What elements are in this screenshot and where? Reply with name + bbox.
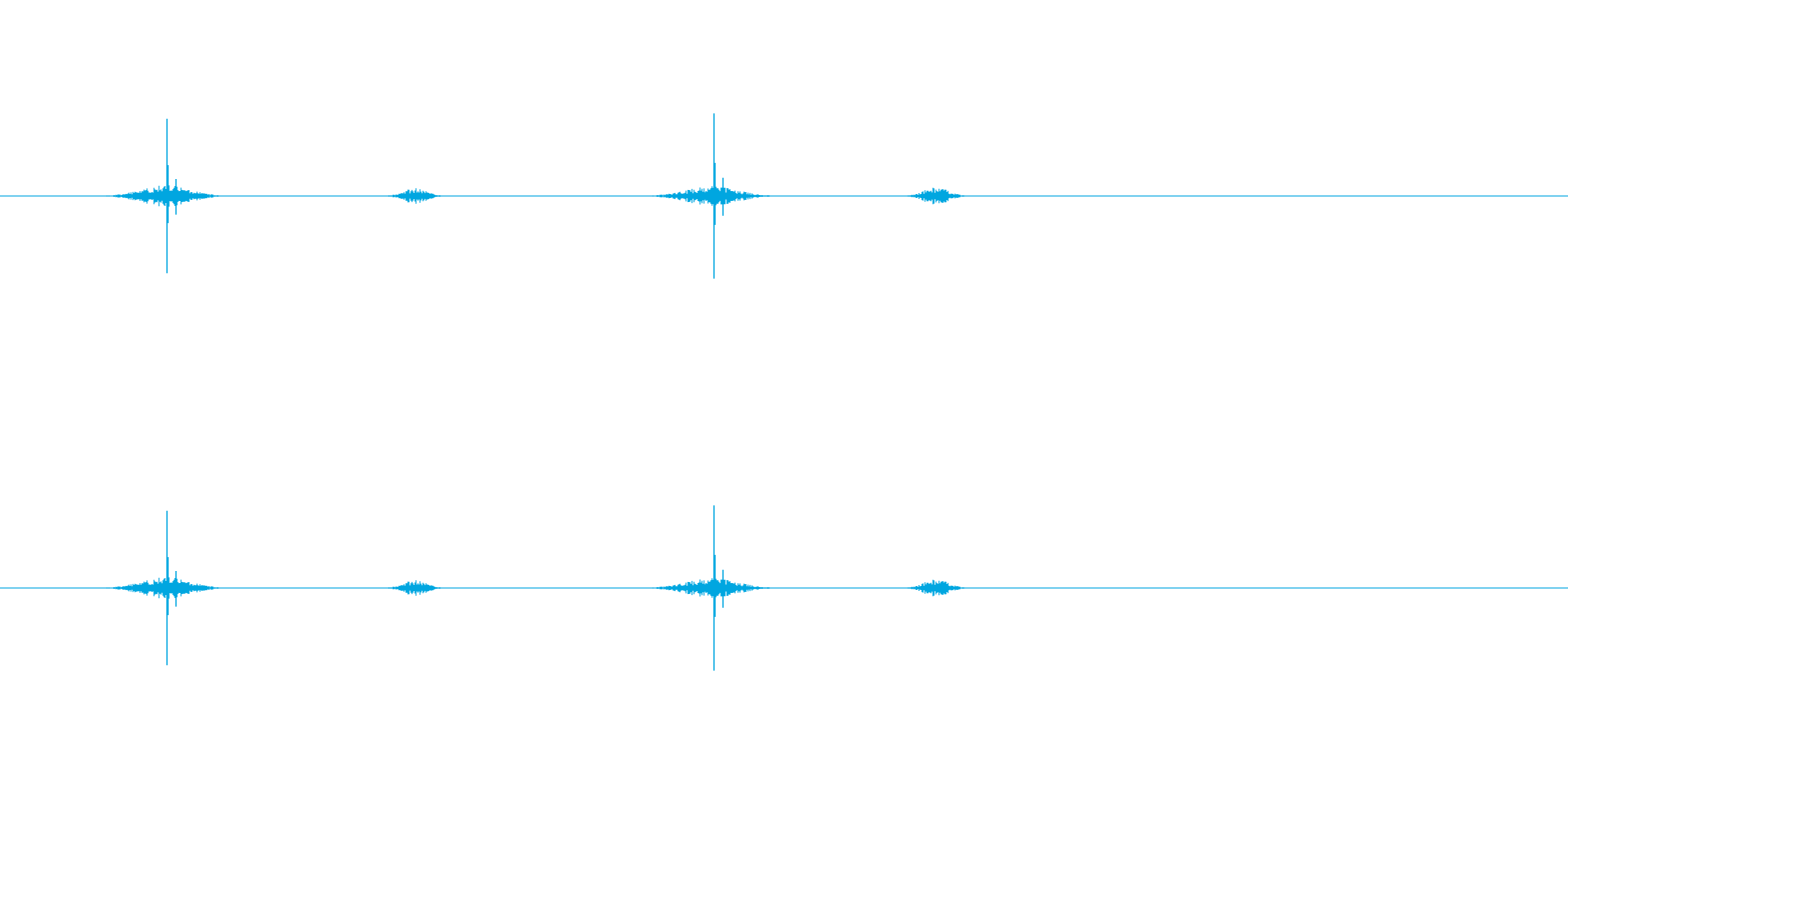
waveform-burst	[103, 185, 228, 207]
waveform-peak	[713, 113, 724, 279]
waveform-channel-1	[0, 113, 1568, 279]
waveform-burst	[384, 188, 446, 204]
waveform-peak	[713, 505, 724, 671]
waveform-burst	[904, 579, 968, 597]
waveform-burst	[103, 577, 228, 599]
waveform-burst	[904, 187, 968, 205]
waveform-channel-2	[0, 505, 1568, 671]
waveform-peak	[166, 510, 177, 666]
waveform-peak	[166, 118, 177, 274]
waveform-burst	[647, 186, 777, 206]
waveform-burst	[647, 578, 777, 598]
waveform-burst	[384, 580, 446, 596]
